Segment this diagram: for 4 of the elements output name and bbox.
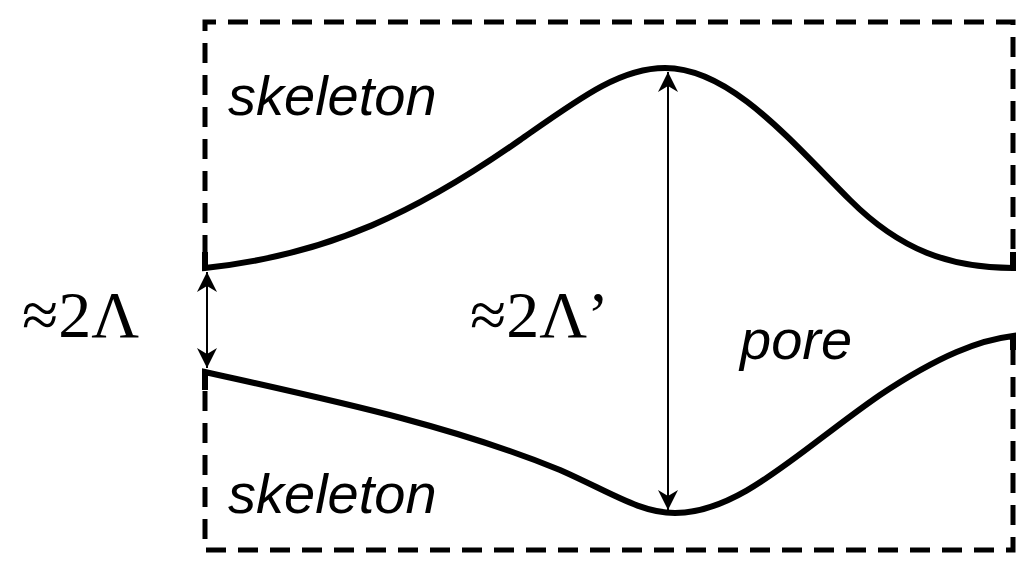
dimension-label: ≈2Λ: [22, 282, 140, 348]
region-label: skeleton: [228, 466, 437, 522]
dimension-label: ≈2Λ’: [470, 282, 610, 348]
region-label: skeleton: [228, 68, 437, 124]
